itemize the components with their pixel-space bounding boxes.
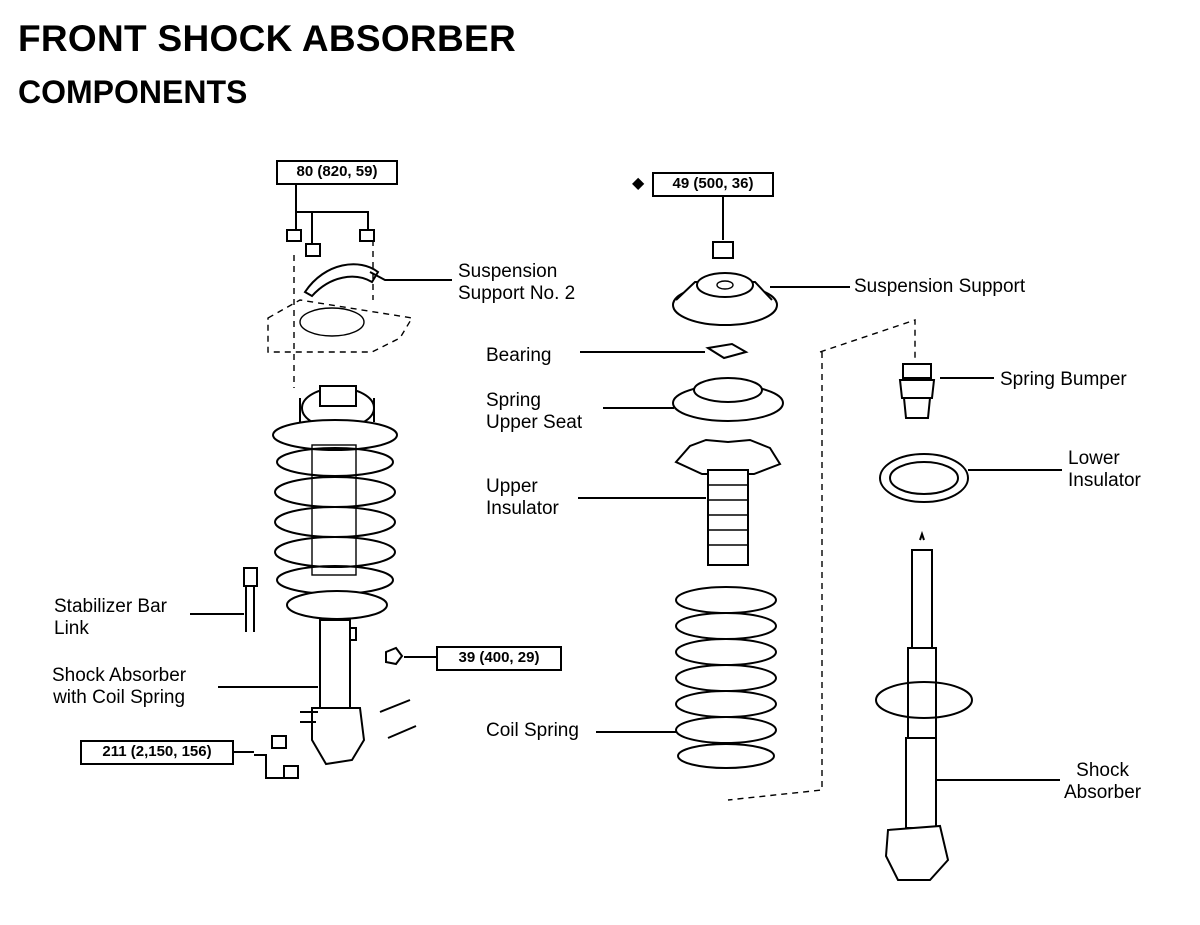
shock-absorber-part: [875, 530, 973, 881]
label-bearing: Bearing: [486, 345, 552, 366]
label-upper-insulator: Upper Insulator: [486, 476, 559, 520]
label-line: Shock: [1076, 760, 1129, 781]
support-nuts-group: [286, 180, 375, 257]
label-line: Stabilizer Bar: [54, 596, 167, 617]
spring-upper-seat-part: [672, 377, 784, 422]
lower-insulator-part: [879, 453, 969, 503]
torque-spec-stabilizer-link-nut: 39 (400, 29): [436, 646, 562, 671]
label-line: Link: [54, 618, 89, 639]
label-stabilizer-bar-link: Stabilizer Bar Link: [54, 596, 167, 640]
label-line: Upper Seat: [486, 412, 583, 433]
label-line: Upper: [486, 476, 538, 497]
label-coil-spring: Coil Spring: [486, 720, 579, 741]
torque-spec-knuckle-bolts: 211 (2,150, 156): [80, 740, 234, 765]
link-nut-part: [385, 646, 404, 666]
label-lower-insulator: Lower Insulator: [1068, 448, 1141, 492]
leader-lines: [190, 271, 1062, 781]
label-line: Shock Absorber: [52, 665, 187, 686]
bearing-part: [705, 342, 749, 360]
strut-assembly-part: [272, 385, 398, 766]
suspension-support-part: [672, 272, 778, 326]
label-line: Insulator: [1068, 470, 1141, 491]
label-line: Insulator: [486, 498, 559, 519]
new-part-marker-icon: ◆: [632, 175, 645, 192]
label-shock-absorber-with-coil-spring: Shock Absorber with Coil Spring: [52, 665, 186, 709]
spring-bumper-part: [898, 363, 936, 419]
label-suspension-support-no2: Suspension Support No. 2: [458, 261, 575, 305]
knuckle-bolts-part: [254, 699, 417, 779]
body-panel-outline: [267, 240, 414, 388]
label-line: Absorber: [1064, 782, 1142, 803]
label-line: Suspension: [458, 261, 558, 282]
stabilizer-link-part: [243, 567, 258, 632]
label-line: Support No. 2: [458, 283, 576, 304]
torque-spec-piston-rod-nut: 49 (500, 36): [652, 172, 774, 197]
coil-spring-part: [675, 586, 777, 769]
page-subtitle: COMPONENTS: [18, 74, 248, 110]
label-spring-upper-seat: Spring Upper Seat: [486, 390, 582, 434]
label-spring-bumper: Spring Bumper: [1000, 369, 1127, 390]
torque-spec-support-nuts: 80 (820, 59): [276, 160, 398, 185]
upper-insulator-part: [674, 438, 782, 566]
suspension-support-no2-part: [303, 263, 380, 298]
piston-rod-nut-part: [712, 194, 734, 259]
label-line: Lower: [1068, 448, 1120, 469]
label-suspension-support: Suspension Support: [854, 276, 1026, 297]
label-line: Spring: [486, 390, 541, 411]
page-title: FRONT SHOCK ABSORBER: [18, 18, 516, 59]
label-line: with Coil Spring: [53, 687, 186, 708]
label-shock-absorber: Shock Absorber: [1064, 760, 1141, 804]
middle-dashed-guide: [727, 319, 916, 801]
